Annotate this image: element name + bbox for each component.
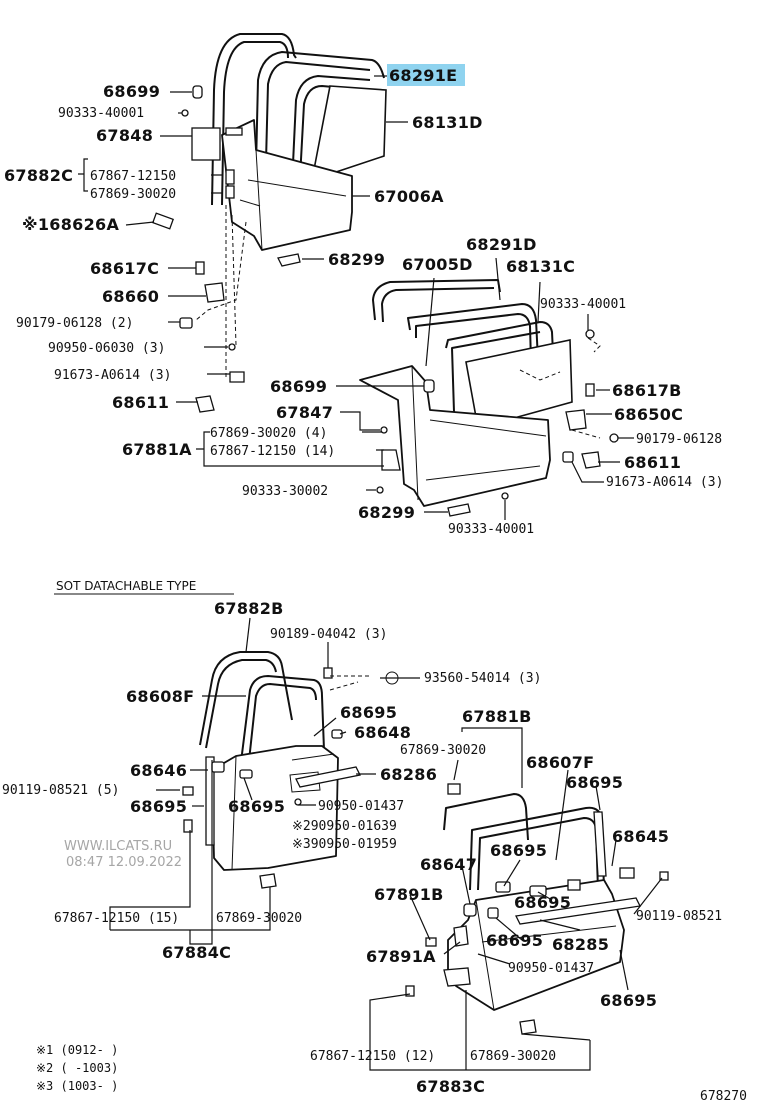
- part-90333-40001[interactable]: 90333-40001: [58, 106, 144, 121]
- footnote-2: ※2 ( -1003): [36, 1061, 118, 1075]
- rear-door-drawing: [359, 279, 619, 517]
- leader-lines: [78, 75, 663, 1071]
- part-67867-12150-15[interactable]: 67867-12150 (15): [54, 911, 179, 926]
- part-90950-01437[interactable]: 90950-01437: [318, 799, 404, 814]
- front-detachable-drawing: [182, 651, 372, 889]
- part-68299-b[interactable]: 68299: [358, 503, 415, 522]
- part-68695-d[interactable]: 68695: [228, 797, 285, 816]
- part-68608F[interactable]: 68608F: [126, 687, 194, 706]
- part-67882C[interactable]: 67882C: [4, 166, 73, 185]
- part-68646[interactable]: 68646: [130, 761, 187, 780]
- part-90950-01959[interactable]: ※390950-01959: [292, 837, 397, 852]
- part-67867-12150-14[interactable]: 67867-12150 (14): [210, 444, 335, 459]
- part-68650C[interactable]: 68650C: [614, 405, 683, 424]
- part-67867-12150-12[interactable]: 67867-12150 (12): [310, 1049, 435, 1064]
- part-67881B[interactable]: 67881B: [462, 707, 532, 726]
- part-67869-30020-b[interactable]: 67869-30020: [400, 743, 486, 758]
- front-door-drawing: [151, 33, 387, 413]
- part-68695-c[interactable]: 68695: [130, 797, 187, 816]
- part-67005D[interactable]: 67005D: [402, 255, 473, 274]
- part-90333-30002[interactable]: 90333-30002: [242, 484, 328, 499]
- part-67882B[interactable]: 67882B: [214, 599, 284, 618]
- part-68645[interactable]: 68645: [612, 827, 669, 846]
- part-90333-40001-b[interactable]: 90333-40001: [540, 297, 626, 312]
- part-68131D[interactable]: 68131D: [412, 113, 483, 132]
- watermark-site: WWW.ILCATS.RU: [64, 839, 172, 854]
- watermark-timestamp: 08:47 12.09.2022: [66, 855, 182, 870]
- part-68286[interactable]: 68286: [380, 765, 437, 784]
- part-68291E[interactable]: 68291E: [389, 66, 457, 85]
- part-68695-b[interactable]: 68695: [566, 773, 623, 792]
- part-67867-12150[interactable]: 67867-12150: [90, 169, 176, 184]
- part-68699-b[interactable]: 68699: [270, 377, 327, 396]
- part-90179-06128[interactable]: 90179-06128: [636, 432, 722, 447]
- part-68285[interactable]: 68285: [552, 935, 609, 954]
- part-90189-04042-3[interactable]: 90189-04042 (3): [270, 627, 387, 642]
- part-90333-40001-c[interactable]: 90333-40001: [448, 522, 534, 537]
- highlight-68291E: [387, 64, 465, 86]
- part-68626A[interactable]: ※168626A: [22, 215, 119, 234]
- part-68617C[interactable]: 68617C: [90, 259, 159, 278]
- part-90950-01639[interactable]: ※290950-01639: [292, 819, 397, 834]
- part-93560-54014-3[interactable]: 93560-54014 (3): [424, 671, 541, 686]
- part-68291D[interactable]: 68291D: [466, 235, 537, 254]
- part-67006A[interactable]: 67006A: [374, 187, 444, 206]
- part-67848[interactable]: 67848: [96, 126, 153, 145]
- part-68299[interactable]: 68299: [328, 250, 385, 269]
- part-68647[interactable]: 68647: [420, 855, 477, 874]
- part-67847[interactable]: 67847: [276, 403, 333, 422]
- part-67884C[interactable]: 67884C: [162, 943, 231, 962]
- pad-67848: [191, 127, 221, 161]
- part-68611[interactable]: 68611: [112, 393, 169, 412]
- part-68648[interactable]: 68648: [354, 723, 411, 742]
- part-68660[interactable]: 68660: [102, 287, 159, 306]
- figure-number: 678270: [700, 1089, 747, 1104]
- part-labels: 68699 90333-40001 67848 67882C 67867-121…: [2, 66, 723, 1096]
- part-68695-e[interactable]: 68695: [490, 841, 547, 860]
- footnote-3: ※3 (1003- ): [36, 1079, 118, 1093]
- part-68617B[interactable]: 68617B: [612, 381, 682, 400]
- part-67891A[interactable]: 67891A: [366, 947, 436, 966]
- part-90950-01437-b[interactable]: 90950-01437: [508, 961, 594, 976]
- part-67891B[interactable]: 67891B: [374, 885, 444, 904]
- part-68611-b[interactable]: 68611: [624, 453, 681, 472]
- part-67869-30020[interactable]: 67869-30020: [90, 187, 176, 202]
- part-91673-A0614-3[interactable]: 91673-A0614 (3): [54, 368, 171, 383]
- rear-detachable-drawing: [405, 783, 669, 1035]
- part-91673-A0614-3-b[interactable]: 91673-A0614 (3): [606, 475, 723, 490]
- part-68695-h[interactable]: 68695: [600, 991, 657, 1010]
- part-90119-08521-5[interactable]: 90119-08521 (5): [2, 783, 119, 798]
- footnote-1: ※1 (0912- ): [36, 1043, 118, 1057]
- part-67883C[interactable]: 67883C: [416, 1077, 485, 1096]
- part-90950-06030-3[interactable]: 90950-06030 (3): [48, 341, 165, 356]
- section-title: SOT DATACHABLE TYPE: [56, 579, 196, 593]
- part-67881A[interactable]: 67881A: [122, 440, 192, 459]
- part-68131C[interactable]: 68131C: [506, 257, 575, 276]
- part-67869-30020-4[interactable]: 67869-30020 (4): [210, 426, 327, 441]
- part-90119-08521[interactable]: 90119-08521: [636, 909, 722, 924]
- part-90179-06128-2[interactable]: 90179-06128 (2): [16, 316, 133, 331]
- part-68695-g[interactable]: 68695: [486, 931, 543, 950]
- part-68695-f[interactable]: 68695: [514, 893, 571, 912]
- part-68695[interactable]: 68695: [340, 703, 397, 722]
- part-67869-30020-d[interactable]: 67869-30020: [470, 1049, 556, 1064]
- part-68699[interactable]: 68699: [103, 82, 160, 101]
- part-68607F[interactable]: 68607F: [526, 753, 594, 772]
- part-67869-30020-c[interactable]: 67869-30020: [216, 911, 302, 926]
- clip-68699: [192, 85, 203, 99]
